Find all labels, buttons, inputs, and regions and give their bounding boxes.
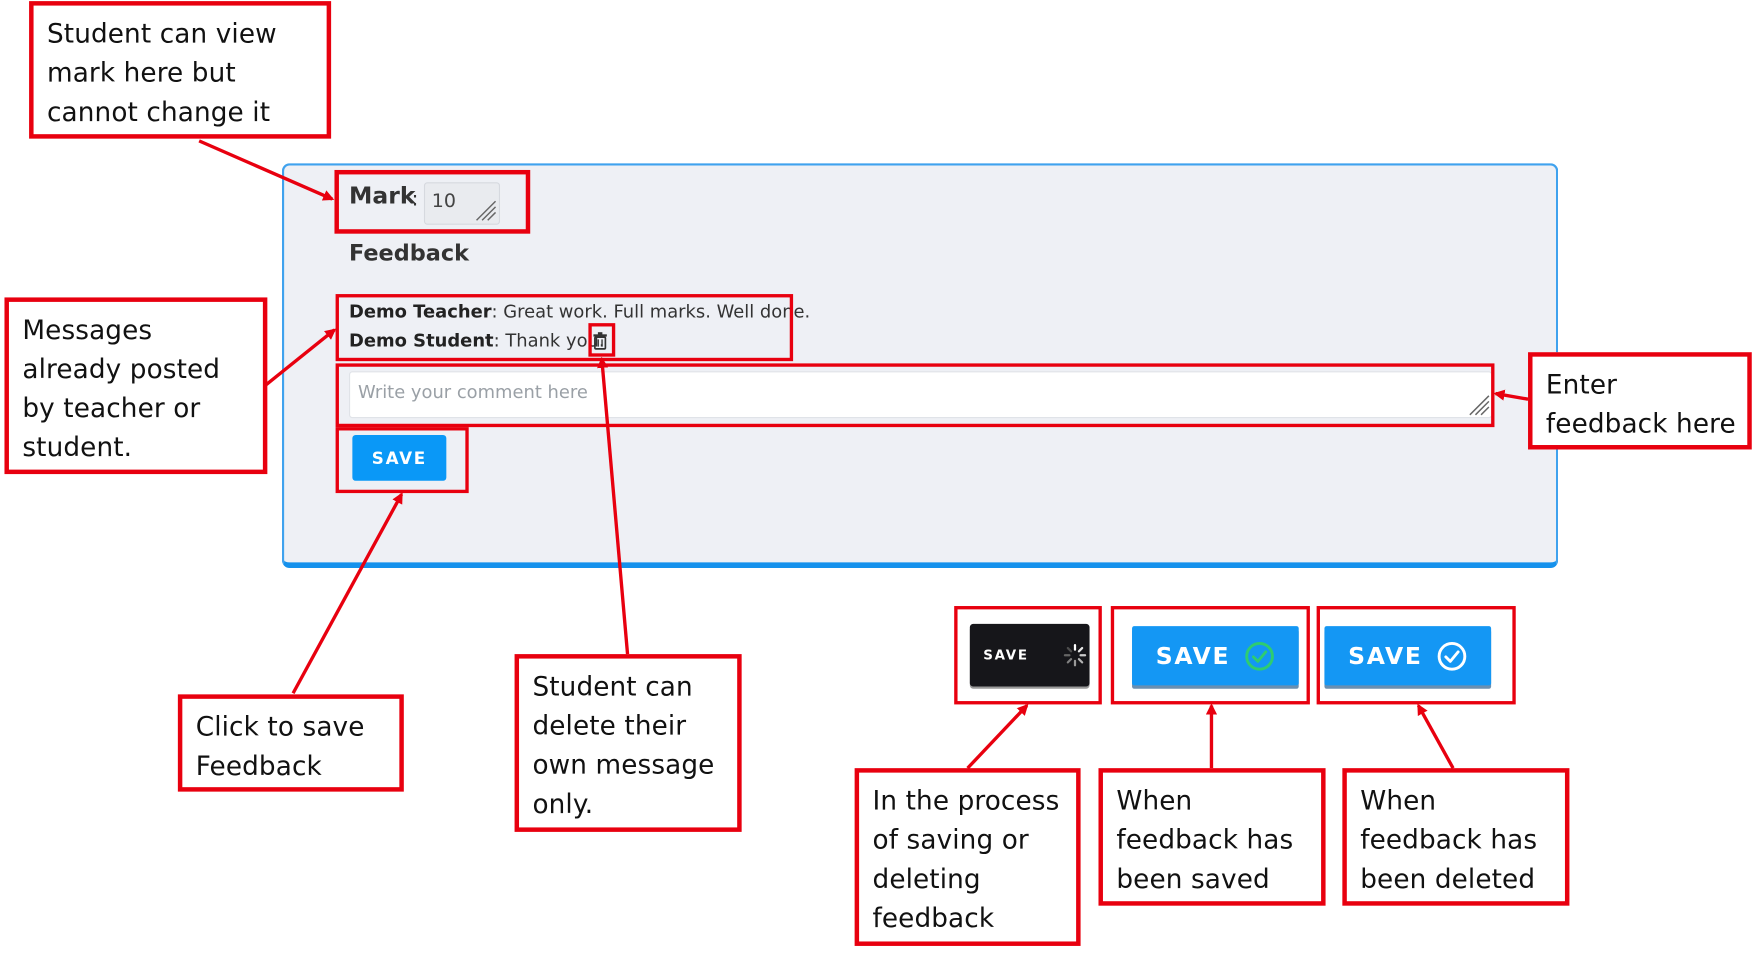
comment-textarea[interactable]	[349, 371, 1493, 419]
save-button-saved: SAVE	[1132, 626, 1299, 686]
resize-grip-icon	[476, 200, 497, 221]
save-button-saving: SAVE	[969, 623, 1090, 687]
feedback-heading: Feedback	[349, 239, 469, 267]
comment-placeholder: Write your comment here	[357, 381, 588, 403]
resize-grip-icon[interactable]	[1468, 394, 1490, 416]
message-student: Demo Student: Thank you.	[349, 330, 605, 351]
message-author: Demo Teacher	[349, 300, 492, 323]
callout-in-process: In the process of saving or deleting fee…	[854, 768, 1081, 946]
save-label: SAVE	[1155, 642, 1231, 670]
message-teacher: Demo Teacher: Great work. Full marks. We…	[349, 301, 810, 322]
highlight-mark	[334, 169, 531, 234]
callout-delete-own: Student can delete their own message onl…	[514, 654, 742, 832]
message-author: Demo Student	[349, 329, 494, 352]
message-text: : Great work. Full marks. Well done.	[491, 300, 811, 323]
callout-saved: When feedback has been saved	[1098, 768, 1326, 906]
check-circle-icon	[1437, 641, 1467, 671]
highlight-saved	[1110, 606, 1310, 705]
message-text: : Thank you.	[493, 329, 605, 352]
highlight-save	[335, 427, 469, 494]
arrow-in-process	[966, 703, 1029, 770]
mark-colon: :	[411, 187, 419, 212]
highlight-comment	[335, 363, 1495, 428]
highlight-deleted	[1316, 606, 1516, 705]
mark-value: 10	[431, 190, 456, 213]
highlight-messages	[335, 294, 794, 362]
mark-field	[423, 182, 501, 225]
callout-click-save: Click to save Feedback	[177, 694, 404, 792]
save-button[interactable]: SAVE	[352, 434, 447, 481]
callout-deleted: When feedback has been deleted	[1342, 768, 1570, 906]
save-label: SAVE	[983, 647, 1029, 664]
trash-icon[interactable]	[593, 332, 608, 350]
save-button-deleted: SAVE	[1324, 626, 1492, 686]
save-label: SAVE	[1348, 642, 1423, 670]
callout-mark: Student can view mark here but cannot ch…	[29, 1, 332, 139]
arrow-deleted	[1416, 703, 1455, 769]
check-circle-icon	[1245, 641, 1274, 671]
highlight-trash	[588, 323, 616, 357]
callout-messages: Messages already posted by teacher or st…	[4, 297, 268, 475]
highlight-saving	[954, 606, 1102, 705]
callout-enter-feedback: Enter feedback here	[1528, 352, 1752, 450]
spinner-icon	[1063, 644, 1086, 667]
mark-label: Mark	[349, 182, 416, 210]
